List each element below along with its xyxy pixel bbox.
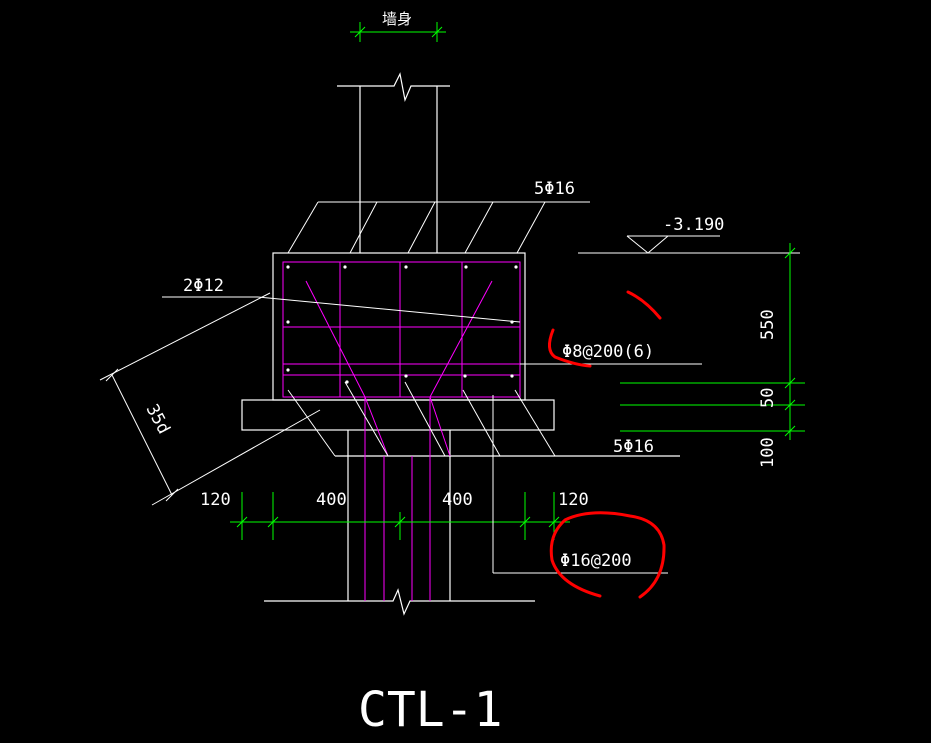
right-dimension-lines [620,243,805,440]
side-rebar-label: 2Φ12 [183,276,224,296]
pile-outline [264,430,680,616]
drawing-title: CTL-1 [358,682,503,738]
rebar-cage [282,261,521,601]
bottom-dim-120-left: 120 [200,490,231,510]
anchor-length-label: 35d [142,401,174,438]
pile-rebar-leader [492,395,668,574]
pile-cap-outline [241,399,555,431]
top-rebar-label: 5Φ16 [534,179,575,199]
bottom-dim-400-left: 400 [316,490,347,510]
stirrup-label: Φ8@200(6) [562,342,654,362]
right-dim-100: 100 [758,437,778,468]
right-dim-50: 50 [758,388,778,408]
bottom-rebar-label: 5Φ16 [613,437,654,457]
elevation-marker [578,235,800,254]
pile-rebar-label: Φ16@200 [560,551,632,571]
red-markup [548,290,666,599]
elevation-label: -3.190 [663,215,724,235]
wall-dimension-label: 墙身 [382,10,412,28]
bottom-dim-400-right: 400 [442,490,473,510]
top-rebar-hatch [287,201,590,254]
bottom-dimension-lines [230,492,570,540]
rebar-dots [286,265,518,384]
anchor-length-dimension [99,292,321,506]
wall-dimension [350,22,446,42]
bottom-dim-120-right: 120 [558,490,589,510]
wall-outline [337,72,450,253]
bottom-rebar-hatch [287,381,556,457]
side-rebar-leader [162,296,521,323]
right-dim-550: 550 [758,309,778,340]
